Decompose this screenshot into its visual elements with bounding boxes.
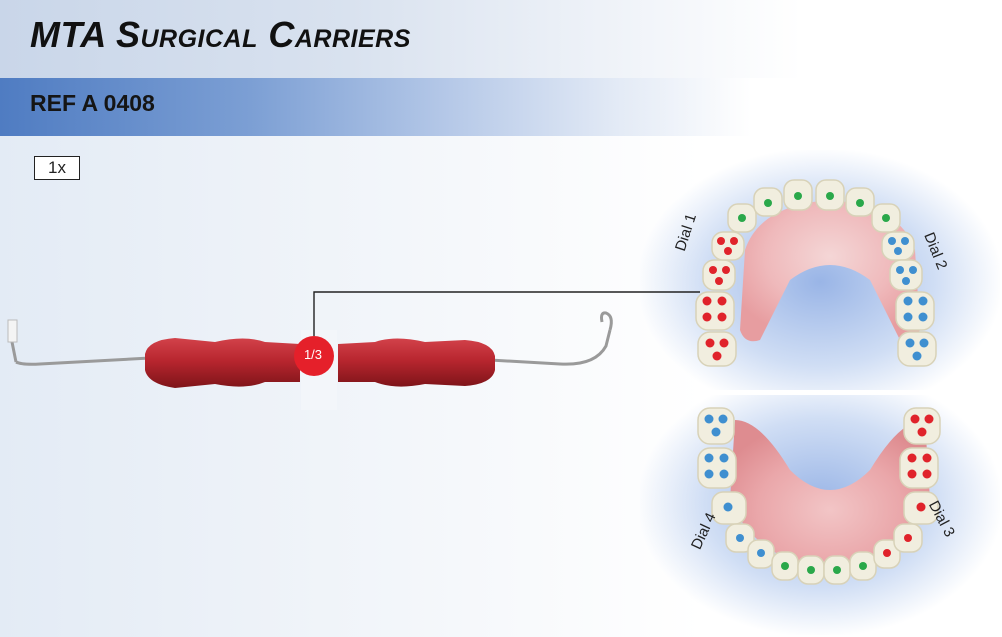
lower-green-dots	[781, 562, 867, 574]
dial4-dots	[704, 414, 765, 557]
title-band	[0, 0, 1002, 78]
ref-band	[0, 78, 1002, 136]
page-title: MTA Surgical Carriers	[30, 14, 411, 55]
dial3-dots	[883, 414, 934, 557]
reference-number: REF A 0408	[30, 90, 155, 116]
ratio-marker	[294, 336, 334, 376]
upper-green-dots	[738, 192, 890, 222]
handle-right	[338, 338, 495, 387]
handle-left	[145, 338, 300, 388]
dial2-dots	[888, 237, 929, 361]
dial1-dots	[702, 237, 738, 361]
carrier-instrument	[7, 291, 700, 410]
quantity-box: 1x	[34, 156, 80, 180]
callout-line	[313, 291, 700, 336]
ratio-label: 1/3	[303, 347, 323, 362]
upper-arch	[695, 179, 937, 367]
left-tip	[7, 319, 18, 343]
lower-arch	[697, 407, 941, 585]
